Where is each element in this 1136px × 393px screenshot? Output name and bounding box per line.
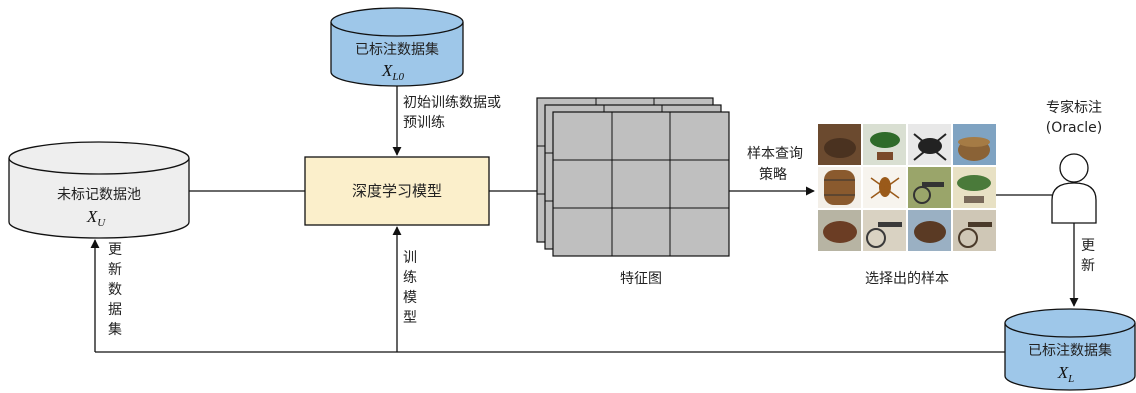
sample-barrel-1: [953, 124, 996, 165]
sample-bonsai-2: [953, 167, 996, 208]
update-right-char-2: 新: [1081, 258, 1095, 274]
update-left-char-5: 集: [108, 321, 122, 338]
train-char-2: 练: [403, 270, 417, 286]
query-label-line1: 样本查询: [747, 146, 803, 162]
train-char-3: 模: [403, 290, 417, 306]
model-label: 深度学习模型: [352, 182, 442, 200]
sample-cannon-3: [953, 210, 996, 251]
oracle-label-line1: 专家标注: [1046, 99, 1102, 116]
oracle-person-icon: [1052, 154, 1096, 223]
init-label-line1: 初始训练数据或: [403, 94, 501, 111]
query-label-line2: 策略: [759, 166, 787, 183]
sample-cannon-1: [908, 167, 951, 208]
feature-map-label: 特征图: [620, 271, 662, 287]
labeled-final-label: 已标注数据集: [1028, 342, 1112, 359]
labeled-final-cylinder: 已标注数据集 XL: [1005, 309, 1135, 390]
labeled-initial-cylinder: 已标注数据集 XL0: [331, 8, 463, 86]
sample-cannon-2: [863, 210, 906, 251]
labeled-initial-label: 已标注数据集: [355, 41, 439, 58]
deep-learning-model-box: 深度学习模型: [305, 157, 489, 225]
train-char-4: 型: [403, 310, 417, 326]
update-left-char-1: 更: [108, 242, 122, 258]
train-char-1: 训: [403, 250, 417, 266]
sample-barrel-2: [818, 167, 861, 208]
feature-map-stack: 特征图: [537, 98, 729, 287]
update-left-char-3: 数: [108, 282, 122, 298]
feature-map-layer-front: [553, 112, 729, 256]
update-right-char-1: 更: [1081, 238, 1095, 254]
update-left-char-4: 据: [108, 302, 122, 318]
sample-beaver-1: [818, 124, 861, 165]
update-left-char-2: 新: [108, 262, 122, 278]
unlabeled-pool-cylinder: 未标记数据池 XU: [9, 142, 189, 238]
samples-label: 选择出的样本: [865, 271, 949, 287]
unlabeled-pool-label: 未标记数据池: [57, 187, 141, 203]
sample-ant-1: [908, 124, 951, 165]
init-label-line2: 预训练: [403, 115, 445, 131]
sample-ant-2: [863, 167, 906, 208]
oracle-label-line2: (Oracle): [1046, 120, 1102, 136]
selected-samples-grid: 选择出的样本: [818, 124, 996, 287]
sample-bonsai-1: [863, 124, 906, 165]
sample-beaver-3: [908, 210, 951, 251]
sample-beaver-2: [818, 210, 861, 251]
